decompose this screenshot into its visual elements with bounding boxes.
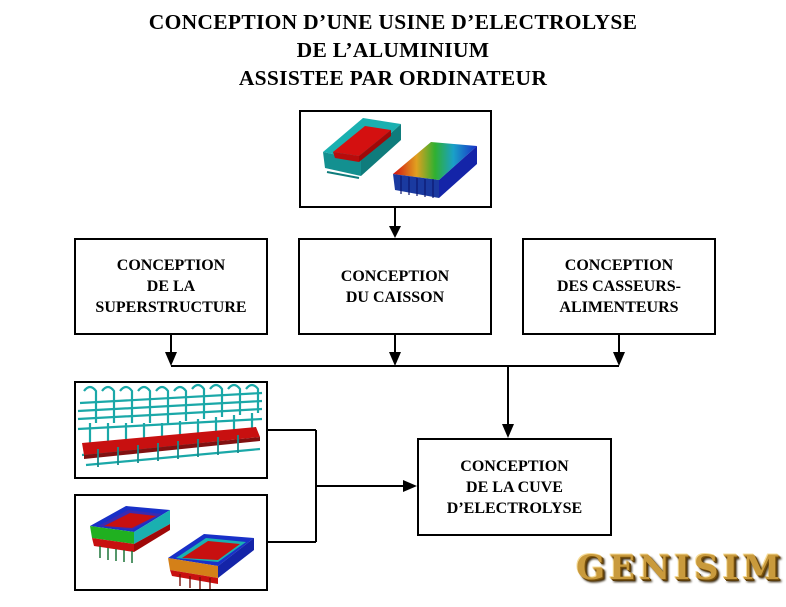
arrowhead-casseurs <box>613 352 625 366</box>
cuve-simulation-image <box>74 494 268 591</box>
cuve-line-3: D’ELECTROLYSE <box>446 499 583 517</box>
title-line-2: DE L’ALUMINIUM <box>296 38 490 62</box>
casseurs-line-2: DES CASSEURS- <box>556 278 682 295</box>
arrowhead-caisson <box>389 226 401 238</box>
page-title: CONCEPTION D’UNE USINE D’ELECTROLYSE DE … <box>0 8 786 92</box>
genisim-logo: GENISIM <box>576 548 785 588</box>
caisson-line-2: DU CAISSON <box>345 288 445 306</box>
casseurs-line-3: ALIMENTEURS <box>559 299 679 316</box>
casseurs-line-1: CONCEPTION <box>564 257 674 274</box>
cuve-box: CONCEPTION DE LA CUVE D’ELECTROLYSE <box>417 438 612 536</box>
caisson-simulation-image <box>299 110 492 208</box>
caisson-line-1: CONCEPTION <box>340 267 450 285</box>
cuve-line-2: DE LA CUVE <box>466 478 563 496</box>
superstructure-box: CONCEPTION DE LA SUPERSTRUCTURE <box>74 238 268 335</box>
arrowhead-caisson-down <box>389 352 401 366</box>
superstructure-line-3: SUPERSTRUCTURE <box>95 299 247 316</box>
arrowhead-cuve-left <box>403 480 417 492</box>
cuve-line-1: CONCEPTION <box>460 457 569 475</box>
casseurs-box: CONCEPTION DES CASSEURS- ALIMENTEURS <box>522 238 716 335</box>
title-line-3: ASSISTEE PAR ORDINATEUR <box>238 66 548 90</box>
title-line-1: CONCEPTION D’UNE USINE D’ELECTROLYSE <box>148 10 638 34</box>
superstructure-line-1: CONCEPTION <box>116 257 226 274</box>
arrowhead-cuve-top <box>502 424 514 438</box>
superstructure-line-2: DE LA <box>146 278 196 295</box>
superstructure-simulation-image <box>74 381 268 479</box>
arrowhead-superstructure <box>165 352 177 366</box>
caisson-box: CONCEPTION DU CAISSON <box>298 238 492 335</box>
